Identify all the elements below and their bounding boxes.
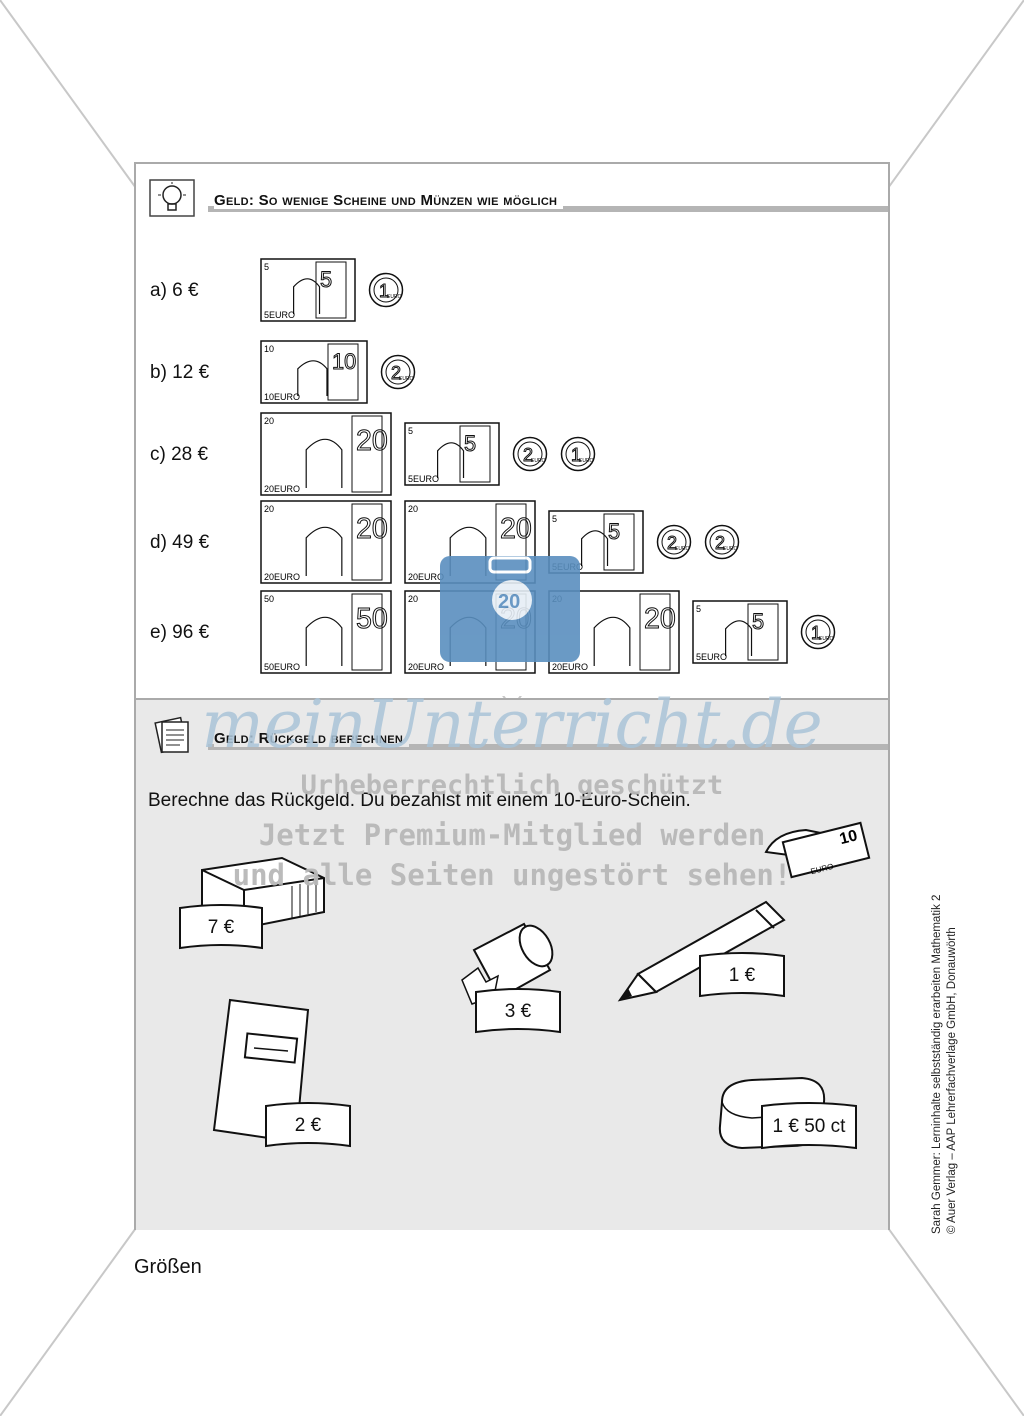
watermark-brand: meinUnterricht.de bbox=[201, 686, 823, 763]
price-tag-sharpener: 3 € bbox=[472, 986, 564, 1038]
svg-text:50: 50 bbox=[356, 603, 388, 635]
section1-header: Geld: So wenige Scheine und Münzen wie m… bbox=[148, 178, 888, 218]
svg-text:EURO: EURO bbox=[723, 546, 738, 552]
svg-text:5EURO: 5EURO bbox=[264, 310, 295, 320]
svg-text:20EURO: 20EURO bbox=[408, 572, 444, 582]
banknote-5-icon: 5 5 5EURO bbox=[692, 600, 788, 664]
price-tag-pencil: 1 € bbox=[696, 950, 788, 1002]
watermark-line-1: Urheberrechtlich geschützt bbox=[300, 770, 724, 801]
banknote-20-icon: 20 20 20EURO bbox=[260, 412, 392, 496]
svg-text:5EURO: 5EURO bbox=[408, 474, 439, 484]
task-label: d) 49 € bbox=[150, 532, 210, 553]
svg-text:EURO: EURO bbox=[819, 636, 834, 642]
svg-text:10EURO: 10EURO bbox=[264, 392, 300, 402]
banknote-50-icon: 50 50 50EURO bbox=[260, 590, 392, 674]
svg-text:20EURO: 20EURO bbox=[264, 484, 300, 494]
svg-text:20: 20 bbox=[644, 603, 676, 635]
banknote-20-icon: 20 20 20EURO bbox=[260, 500, 392, 584]
price-book: 7 € bbox=[207, 917, 235, 938]
svg-text:5: 5 bbox=[264, 262, 269, 272]
svg-text:5: 5 bbox=[696, 604, 701, 614]
lightbulb-icon bbox=[149, 179, 195, 217]
svg-text:20EURO: 20EURO bbox=[408, 662, 444, 672]
svg-text:EURO: EURO bbox=[387, 294, 402, 300]
banknote-10-icon: 10 10 10EURO bbox=[260, 340, 368, 404]
task-label: e) 96 € bbox=[150, 622, 210, 643]
svg-text:50: 50 bbox=[264, 594, 274, 604]
price-notebook: 2 € bbox=[294, 1115, 322, 1136]
price-sharpener: 3 € bbox=[504, 1001, 532, 1022]
svg-text:5: 5 bbox=[464, 431, 476, 456]
svg-text:EURO: EURO bbox=[399, 376, 414, 382]
svg-text:5: 5 bbox=[608, 519, 620, 544]
svg-text:20EURO: 20EURO bbox=[552, 662, 588, 672]
svg-text:EURO: EURO bbox=[675, 546, 690, 552]
watermark-line-3: und alle Seiten ungestört sehen! bbox=[232, 858, 792, 892]
svg-text:5: 5 bbox=[320, 267, 332, 292]
watermark-line-2: Jetzt Premium-Mitglied werden bbox=[258, 818, 766, 852]
svg-text:20EURO: 20EURO bbox=[264, 572, 300, 582]
svg-text:10: 10 bbox=[264, 344, 274, 354]
price-tag-book: 7 € bbox=[176, 902, 266, 954]
svg-text:EURO: EURO bbox=[531, 458, 546, 464]
section1-title: Geld: So wenige Scheine und Münzen wie m… bbox=[214, 192, 564, 209]
watermark-logo-value: 20 bbox=[498, 591, 520, 613]
svg-text:20: 20 bbox=[500, 513, 532, 545]
price-eraser: 1 € 50 ct bbox=[772, 1116, 846, 1137]
svg-text:5: 5 bbox=[552, 514, 557, 524]
price-tag-notebook: 2 € bbox=[262, 1100, 354, 1152]
sidebar-publisher-line: © Auer Verlag – AAP Lehrerfachverlage Gm… bbox=[946, 927, 958, 1234]
task-label: a) 6 € bbox=[150, 280, 199, 301]
svg-text:20: 20 bbox=[264, 416, 274, 426]
svg-text:5: 5 bbox=[408, 426, 413, 436]
task-label: c) 28 € bbox=[150, 444, 209, 465]
copyright-sidebar: Sarah Gemmer: Lerninhalte selbstständig … bbox=[930, 894, 1024, 1234]
banknote-5-icon: 5 5 5EURO bbox=[404, 422, 500, 486]
price-pencil: 1 € bbox=[728, 965, 756, 986]
svg-text:5EURO: 5EURO bbox=[696, 652, 727, 662]
svg-text:EURO: EURO bbox=[579, 458, 594, 464]
watermark-logo: 20 bbox=[440, 556, 580, 662]
svg-text:5: 5 bbox=[752, 609, 764, 634]
svg-text:20: 20 bbox=[264, 504, 274, 514]
price-tag-eraser: 1 € 50 ct bbox=[758, 1100, 860, 1154]
banknote-5-icon: 5 5 5EURO bbox=[260, 258, 356, 322]
sidebar-author-line: Sarah Gemmer: Lerninhalte selbstständig … bbox=[931, 894, 943, 1234]
footer-topic: Größen bbox=[134, 1256, 202, 1278]
svg-text:20: 20 bbox=[408, 504, 418, 514]
svg-text:20: 20 bbox=[356, 513, 388, 545]
svg-text:20: 20 bbox=[356, 425, 388, 457]
svg-text:50EURO: 50EURO bbox=[264, 662, 300, 672]
task-label: b) 12 € bbox=[150, 362, 210, 383]
svg-text:10: 10 bbox=[332, 349, 356, 374]
svg-text:20: 20 bbox=[408, 594, 418, 604]
